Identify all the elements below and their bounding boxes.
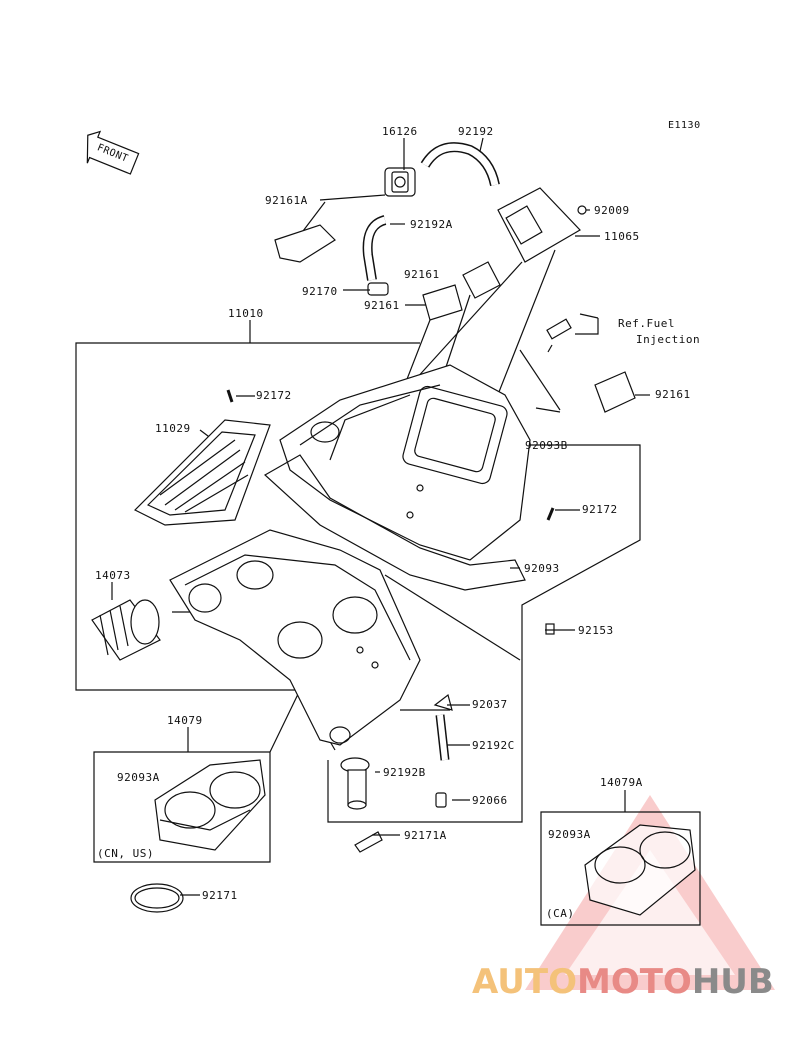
label-92192b: 92192B xyxy=(383,766,426,779)
label-92161-top: 92161 xyxy=(404,268,440,281)
label-ref-fuel: Ref.Fuel xyxy=(618,317,675,330)
label-11029: 11029 xyxy=(155,422,191,435)
logo-part-auto: AUTO xyxy=(472,962,577,1002)
part-11029-filter xyxy=(133,419,271,526)
part-14073-duct xyxy=(91,599,161,661)
label-92009: 92009 xyxy=(594,204,630,217)
label-92093b: 92093B xyxy=(525,439,568,452)
automotohub-watermark-logo: AUTOMOTOHUB xyxy=(472,962,774,1002)
part-14079a-cover xyxy=(584,824,696,916)
label-92093a-left: 92093A xyxy=(117,771,160,784)
part-92161-pad-mid xyxy=(422,284,463,321)
label-14073: 14073 xyxy=(95,569,131,582)
label-92192c: 92192C xyxy=(472,739,515,752)
label-92161-right: 92161 xyxy=(655,388,691,401)
label-92192a: 92192A xyxy=(410,218,453,231)
label-11065: 11065 xyxy=(604,230,640,243)
label-92171a: 92171A xyxy=(404,829,447,842)
label-cn-us: (CN, US) xyxy=(97,847,154,860)
part-92093-gasket xyxy=(263,454,526,591)
part-16126-shape xyxy=(384,167,416,197)
part-14079-cover xyxy=(154,759,266,851)
label-16126: 16126 xyxy=(382,125,418,138)
label-ref-injection: Injection xyxy=(636,333,701,346)
part-92161-pad-top xyxy=(462,261,501,299)
part-92161-pad-right xyxy=(594,371,636,413)
part-92192b-drain xyxy=(340,757,370,810)
label-92037: 92037 xyxy=(472,698,508,711)
part-92161a-shape xyxy=(274,224,336,263)
label-ca: (CA) xyxy=(546,907,575,920)
label-92192: 92192 xyxy=(458,125,494,138)
label-92161-mid: 92161 xyxy=(364,299,400,312)
logo-part-moto: MOTO xyxy=(576,962,692,1002)
logo-part-hub: HUB xyxy=(691,962,774,1002)
label-92171: 92171 xyxy=(202,889,238,902)
part-11065-shape xyxy=(497,187,581,263)
label-92161a: 92161A xyxy=(265,194,308,207)
diagram-code: E1130 xyxy=(668,120,701,131)
part-11010-lower-housing xyxy=(169,529,421,746)
front-arrow-icon xyxy=(86,130,140,175)
label-92172-mid: 92172 xyxy=(582,503,618,516)
label-92093a-right: 92093A xyxy=(548,828,591,841)
part-92171-clamp xyxy=(130,883,184,913)
label-11010: 11010 xyxy=(228,307,264,320)
label-92093: 92093 xyxy=(524,562,560,575)
label-14079: 14079 xyxy=(167,714,203,727)
label-14079a: 14079A xyxy=(600,776,643,789)
label-92170: 92170 xyxy=(302,285,338,298)
label-92153: 92153 xyxy=(578,624,614,637)
label-92066: 92066 xyxy=(472,794,508,807)
label-92172-top: 92172 xyxy=(256,389,292,402)
fuel-injection-sensor-shape xyxy=(546,318,572,353)
